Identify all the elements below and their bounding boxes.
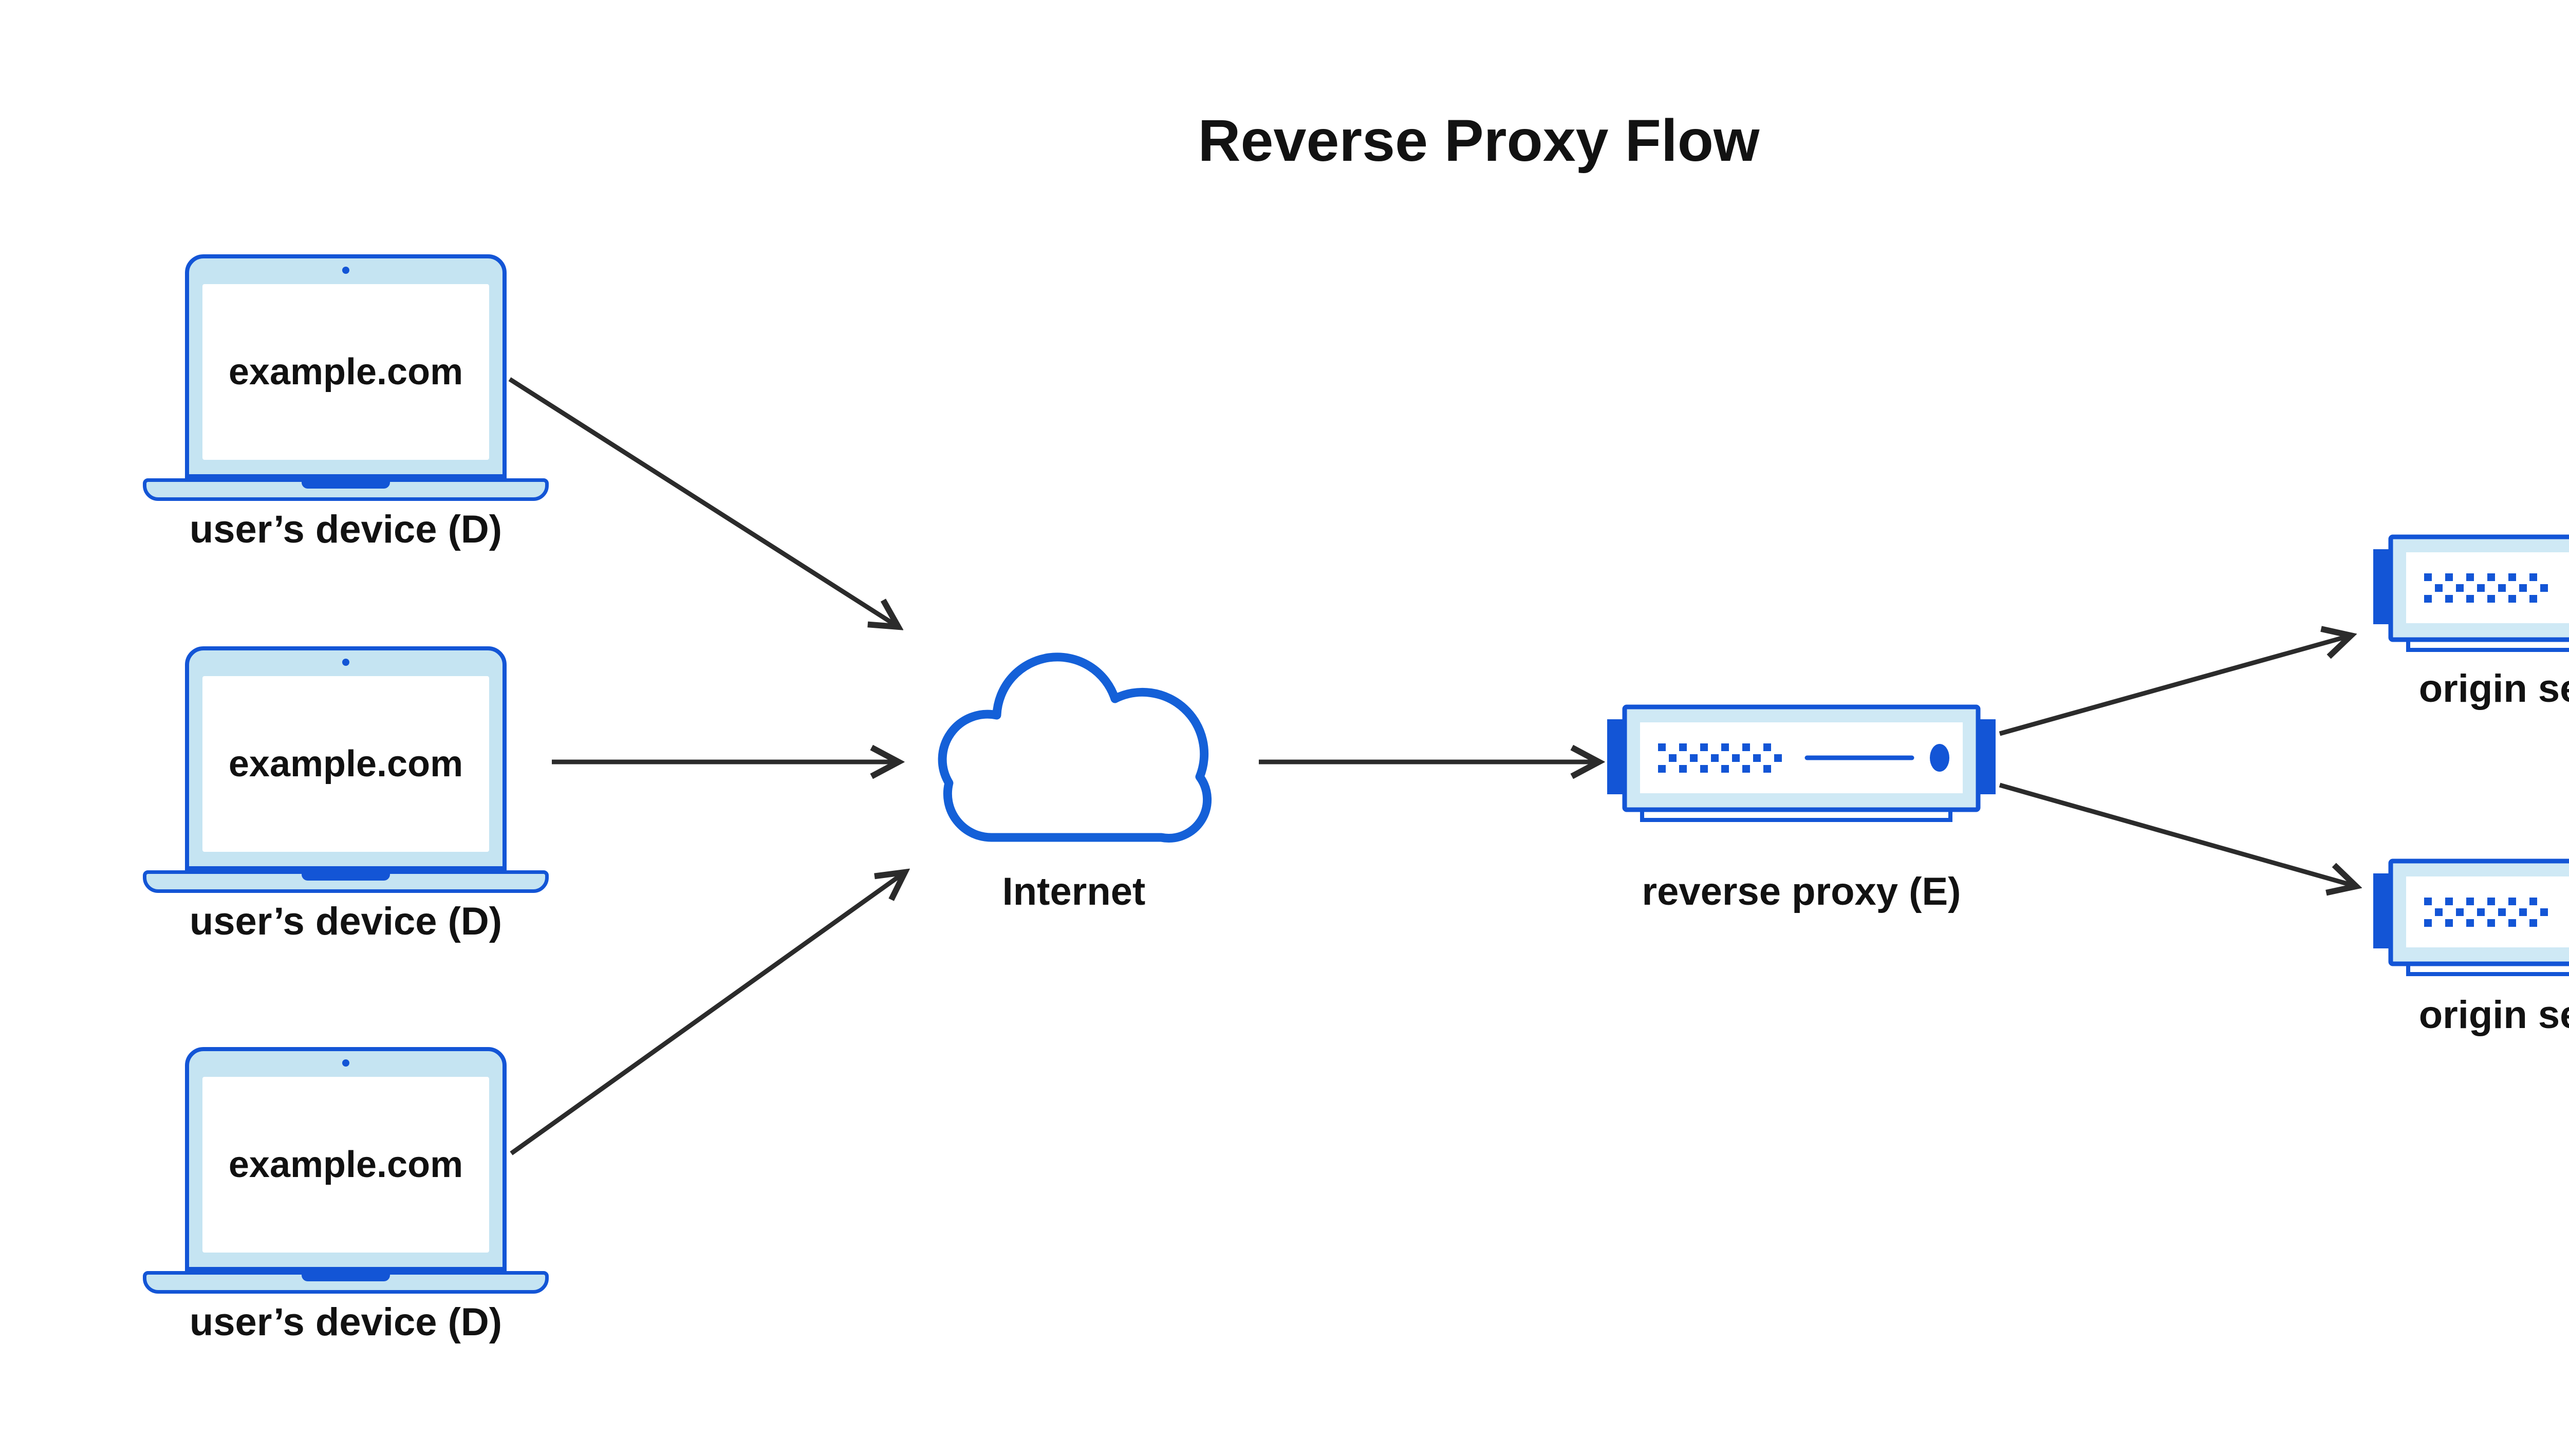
laptop-notch	[302, 873, 390, 881]
screen-url-text: example.com	[228, 743, 463, 785]
origin-server-2-label: origin server (F)	[2418, 993, 2569, 1037]
page-title: Reverse Proxy Flow	[1198, 108, 1760, 174]
laptop-base	[143, 1271, 549, 1294]
laptop-screen: example.com	[202, 1077, 489, 1253]
user-device-1-node: example.com	[143, 254, 549, 521]
user-device-2-label: user’s device (D)	[189, 900, 502, 943]
arrow-device1-to-internet	[508, 377, 897, 626]
laptop-icon: example.com	[185, 1047, 507, 1271]
reverse-proxy-server-icon	[1607, 707, 1996, 820]
origin-server-2-icon	[2373, 861, 2569, 974]
user-device-1-label: user’s device (D)	[189, 508, 502, 551]
laptop-icon: example.com	[185, 254, 507, 478]
internet-label: Internet	[1002, 870, 1146, 913]
user-device-2-node: example.com	[143, 646, 549, 913]
arrow-proxy-to-origin2	[1999, 782, 2354, 886]
camera-dot-icon	[342, 267, 349, 274]
laptop-notch	[302, 481, 390, 489]
origin-server-1-icon	[2373, 537, 2569, 650]
camera-dot-icon	[342, 1059, 349, 1067]
reverse-proxy-label: reverse proxy (E)	[1642, 870, 1961, 913]
user-device-3-label: user’s device (D)	[189, 1300, 502, 1344]
laptop-screen: example.com	[202, 284, 489, 460]
laptop-screen: example.com	[202, 676, 489, 852]
origin-server-1-label: origin server (F)	[2418, 667, 2569, 711]
laptop-base	[143, 870, 549, 893]
arrow-proxy-to-origin1	[1999, 636, 2349, 736]
user-device-3-node: example.com	[143, 1047, 549, 1314]
cloud-icon	[938, 652, 1212, 843]
arrow-device3-to-internet	[510, 873, 903, 1155]
laptop-notch	[302, 1274, 390, 1281]
screen-url-text: example.com	[228, 1144, 463, 1185]
camera-dot-icon	[342, 659, 349, 666]
laptop-icon: example.com	[185, 646, 507, 870]
screen-url-text: example.com	[228, 351, 463, 393]
laptop-base	[143, 478, 549, 501]
